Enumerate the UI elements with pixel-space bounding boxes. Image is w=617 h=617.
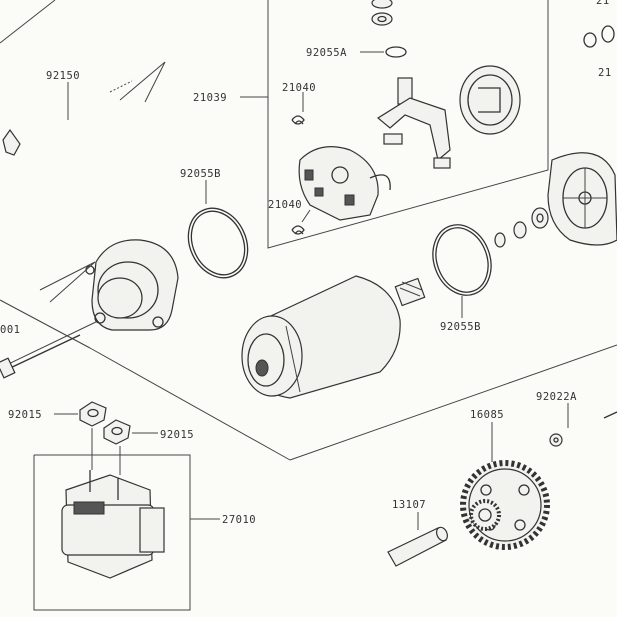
end-cover (85, 239, 179, 331)
label-92055b-left: 92055B (180, 168, 221, 180)
gear-shaft (387, 526, 449, 567)
label-92015-left: 92015 (8, 409, 42, 421)
washer-92022a (549, 433, 563, 447)
brush-spring-top (291, 115, 305, 125)
terminal-bracket (376, 77, 451, 169)
label-92055b-right: 92055B (440, 321, 481, 333)
nut-92015-left (79, 401, 107, 427)
washer-top-1 (371, 12, 393, 26)
label-21040-top: 21040 (282, 82, 316, 94)
idle-gear (460, 460, 550, 550)
direction-arrow (119, 61, 166, 103)
long-bolt-92150 (2, 78, 135, 156)
washer-right-1 (494, 232, 506, 248)
starter-motor-body (241, 275, 426, 399)
bolt-001 (0, 334, 81, 379)
o-ring-92055a (385, 46, 407, 58)
label-27010: 27010 (222, 514, 256, 526)
washer-edge-1 (583, 32, 597, 48)
label-92150: 92150 (46, 70, 80, 82)
brush-holder (298, 146, 391, 221)
label-21039: 21039 (193, 92, 227, 104)
drive-end-cover (547, 152, 617, 246)
assembly-frame (0, 0, 617, 461)
cover-arrow (39, 261, 96, 303)
washer-right-3 (531, 207, 549, 229)
o-ring-92055b-left (187, 207, 249, 279)
label-92055a: 92055A (306, 47, 347, 59)
label-92022a: 92022A (536, 391, 577, 403)
bolt-right (603, 411, 617, 419)
starter-relay (33, 454, 191, 611)
bearing-housing (459, 65, 521, 135)
label-13107: 13107 (392, 499, 426, 511)
label-21040-bottom: 21040 (268, 199, 302, 211)
label-001: 001 (0, 324, 20, 336)
nut-92015-right (103, 419, 131, 445)
label-21-top: 21 (596, 0, 610, 7)
washer-right-2 (513, 221, 527, 239)
washer-edge-2 (601, 25, 615, 43)
label-21-right: 21 (598, 67, 612, 79)
brush-spring-bottom (291, 225, 305, 235)
o-ring-92055b-right (432, 224, 492, 296)
label-92015-right: 92015 (160, 429, 194, 441)
label-16085: 16085 (470, 409, 504, 421)
